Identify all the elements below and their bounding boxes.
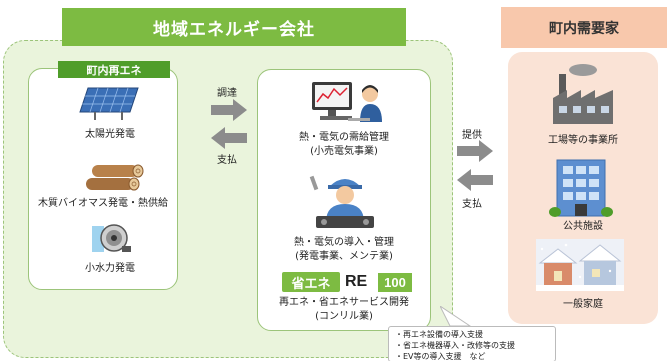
pay-label-left: 支払 xyxy=(217,155,237,166)
arrow-left-pay-right xyxy=(457,169,493,191)
dev-label: 再エネ・省エネサービス開発 xyxy=(279,297,409,308)
renewable-title: 町内再エネ xyxy=(58,61,170,78)
hydro-turbine-icon xyxy=(92,224,131,252)
pay-label-right: 支払 xyxy=(462,199,482,210)
supply-label: 熱・電気の需給管理 xyxy=(299,132,389,143)
shoene-logo: 省エネ xyxy=(282,272,340,292)
hydro-label: 小水力発電 xyxy=(85,263,135,274)
snowy-houses-icon xyxy=(536,239,624,291)
re-logo-text: RE xyxy=(345,273,368,290)
arrow-right-provide xyxy=(457,140,493,162)
company-title: 地域エネルギー会社 xyxy=(62,8,406,46)
support-note: ・再エネ設備の導入支援 ・省エネ機器導入・改修等の支援 ・EV等の導入支援 など xyxy=(388,326,556,361)
install-label: 熱・電気の導入・管理 xyxy=(294,237,394,248)
household-label: 一般家庭 xyxy=(563,299,603,310)
demand-title: 町内需要家 xyxy=(501,7,667,48)
dev-sub: (コンリル業) xyxy=(315,311,373,322)
provide-label: 提供 xyxy=(462,130,482,141)
public-building-icon xyxy=(549,159,613,217)
solar-panel-icon xyxy=(79,87,139,120)
operator-monitor-icon xyxy=(312,82,382,122)
biomass-label: 木質バイオマス発電・熱供給 xyxy=(38,198,168,209)
public-facility-label: 公共施設 xyxy=(563,221,603,232)
solar-label: 太陽光発電 xyxy=(85,129,135,140)
arrow-left-pay xyxy=(211,127,247,149)
procure-label: 調達 xyxy=(217,88,237,99)
callout-tail xyxy=(440,306,472,327)
note-line-3: ・EV等の導入支援 など xyxy=(395,352,486,361)
maintenance-worker-icon xyxy=(309,175,374,228)
note-line-2: ・省エネ機器導入・改修等の支援 xyxy=(395,341,515,350)
arrow-right-procure xyxy=(211,99,247,121)
note-line-1: ・再エネ設備の導入支援 xyxy=(395,330,483,339)
re100-badge: 100 xyxy=(378,273,412,292)
wood-logs-icon xyxy=(86,164,144,191)
supply-sub: (小売電気事業) xyxy=(310,146,378,157)
install-sub: (発電事業、メンテ業) xyxy=(295,251,393,262)
factory-icon xyxy=(553,64,613,124)
factory-label: 工場等の事業所 xyxy=(548,135,618,146)
